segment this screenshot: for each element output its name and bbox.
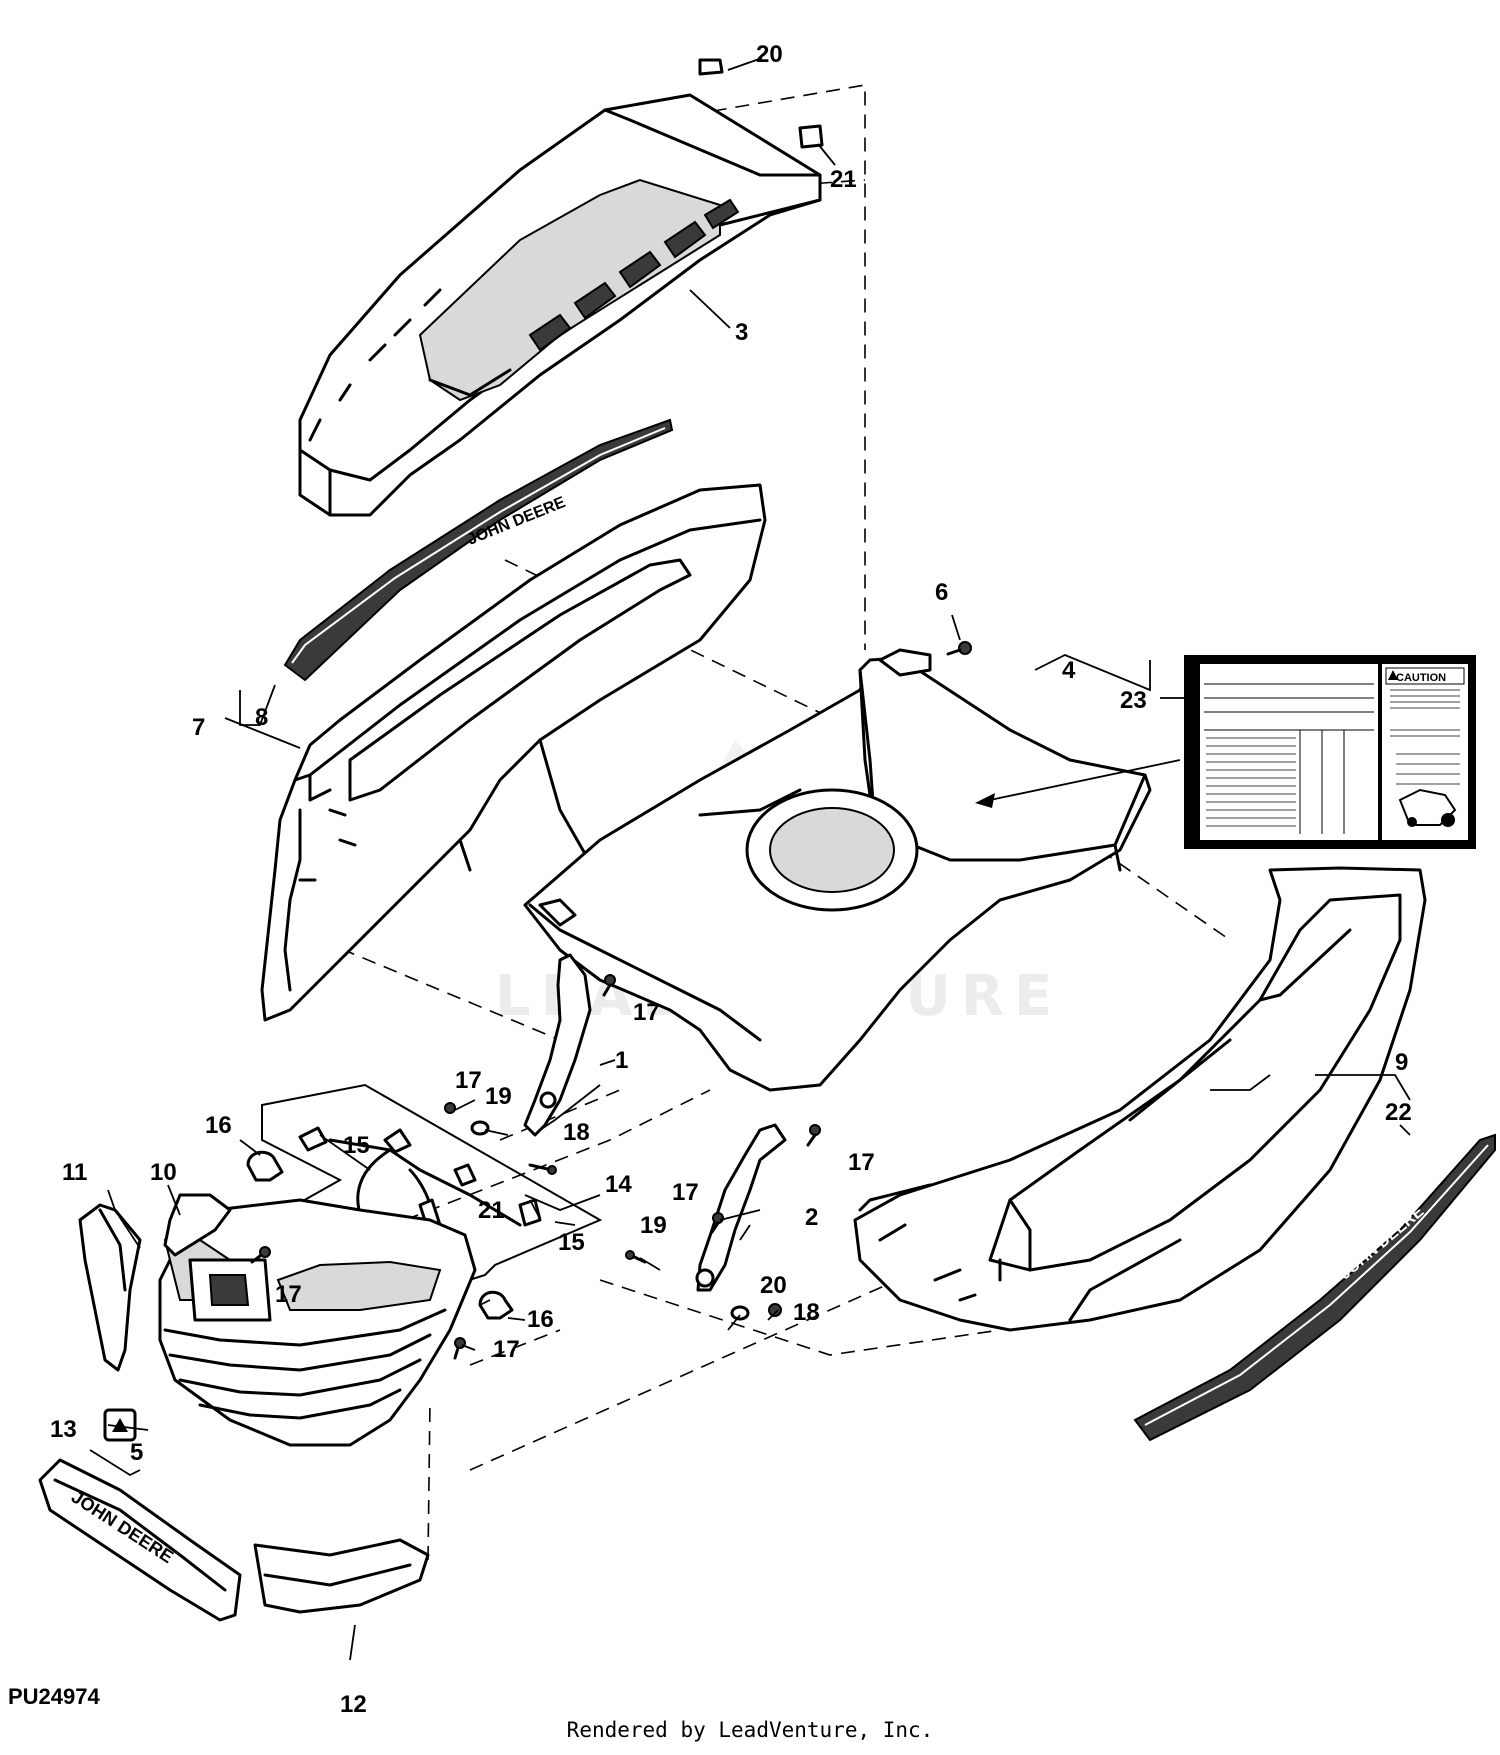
callout-24: 23 xyxy=(1120,687,1147,714)
hood-top-part xyxy=(298,58,824,517)
nut-18b xyxy=(768,1303,782,1317)
callout-14: 14 xyxy=(605,1171,632,1198)
callout-23: 22 xyxy=(1385,1099,1412,1126)
light-bulb-left xyxy=(246,1150,284,1182)
callout-10: 10 xyxy=(150,1159,177,1186)
figure-id: PU24974 xyxy=(8,1684,100,1709)
callout-4: 4 xyxy=(1062,657,1076,684)
callout-13: 13 xyxy=(50,1416,77,1443)
callout-17d: 17 xyxy=(275,1281,302,1308)
callout-17e: 17 xyxy=(493,1336,520,1363)
left-side-panel xyxy=(260,483,767,1022)
render-credit: Rendered by LeadVenture, Inc. xyxy=(566,1718,934,1742)
front-brand-bar: JOHN DEERE xyxy=(38,1458,242,1622)
lower-front-trim xyxy=(253,1538,430,1614)
callout-17b: 17 xyxy=(848,1149,875,1176)
callout-labels: 1 2 3 4 5 6 7 8 9 10 11 12 13 14 15 15 1… xyxy=(50,41,1412,1718)
callout-3: 3 xyxy=(735,319,748,346)
caution-decal: CAUTION xyxy=(1184,655,1476,849)
callout-16a: 16 xyxy=(205,1112,232,1139)
callout-17a: 17 xyxy=(633,999,660,1026)
callout-19b: 19 xyxy=(640,1212,667,1239)
callout-1: 1 xyxy=(615,1047,628,1074)
callout-9: 9 xyxy=(1395,1049,1408,1076)
callout-22: 21 xyxy=(478,1197,505,1224)
callout-18a: 17 xyxy=(455,1067,482,1094)
callout-11: 11 xyxy=(62,1159,87,1186)
bolt-17a xyxy=(602,974,616,997)
callout-8: 8 xyxy=(255,704,268,731)
bolt-17e xyxy=(453,1337,466,1360)
light-bulb-right xyxy=(478,1290,514,1320)
callout-15a: 15 xyxy=(343,1132,370,1159)
grille-headlight-assembly xyxy=(158,1193,477,1447)
left-headlight-trim xyxy=(78,1203,142,1372)
leader-lines xyxy=(89,57,1411,1661)
decal-pointer-arrow xyxy=(989,759,1181,801)
callout-15b: 15 xyxy=(558,1229,585,1256)
dash-fender-deck xyxy=(523,648,1152,1092)
callout-21b: 21 xyxy=(830,166,857,193)
screw-19b xyxy=(625,1250,647,1264)
callout-20a: 19 xyxy=(485,1083,512,1110)
bolt-17d xyxy=(250,1246,271,1264)
hood-bracket-right xyxy=(695,1123,787,1292)
deer-icon xyxy=(112,1418,128,1432)
deer-emblem xyxy=(103,1408,137,1442)
nut-18a xyxy=(444,1102,456,1114)
caution-decal-title: CAUTION xyxy=(1396,672,1446,684)
callout-17c: 17 xyxy=(672,1179,699,1206)
bolt-17b xyxy=(806,1124,821,1147)
callout-7: 7 xyxy=(192,714,205,741)
bolt-6 xyxy=(946,641,972,656)
callout-5: 5 xyxy=(130,1439,143,1466)
screw-19a xyxy=(528,1163,557,1175)
callout-6: 6 xyxy=(935,579,948,606)
right-side-panel xyxy=(853,866,1427,1332)
callout-16b: 16 xyxy=(527,1306,554,1333)
callout-21a: 20 xyxy=(756,41,783,68)
callout-19a: 18 xyxy=(563,1119,590,1146)
callout-12: 12 xyxy=(340,1691,367,1718)
callout-20b: 20 xyxy=(760,1272,787,1299)
washer-20b xyxy=(730,1305,750,1321)
washer-20a xyxy=(470,1120,490,1136)
arrow-head-icon xyxy=(975,793,995,808)
callout-2: 2 xyxy=(805,1204,818,1231)
callout-18b: 18 xyxy=(793,1299,820,1326)
